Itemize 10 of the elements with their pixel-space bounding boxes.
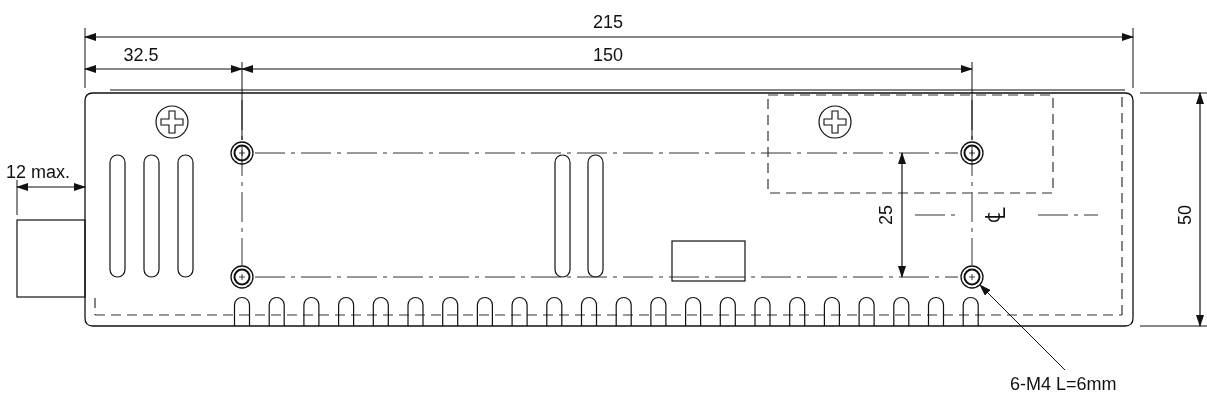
dimension-label: 25	[876, 205, 896, 225]
leader-line	[979, 284, 1066, 371]
mounting-hole	[960, 265, 984, 289]
dimension-label: 12 max.	[6, 162, 70, 182]
centerline-symbol: ℄	[986, 207, 1006, 223]
callout-text: 6-M4 L=6mm	[1010, 374, 1117, 394]
dimension-label: 215	[593, 12, 623, 32]
dimension-label: 32.5	[123, 45, 159, 65]
dimension-label: 150	[593, 45, 623, 65]
dimension-label: 50	[1175, 205, 1195, 225]
